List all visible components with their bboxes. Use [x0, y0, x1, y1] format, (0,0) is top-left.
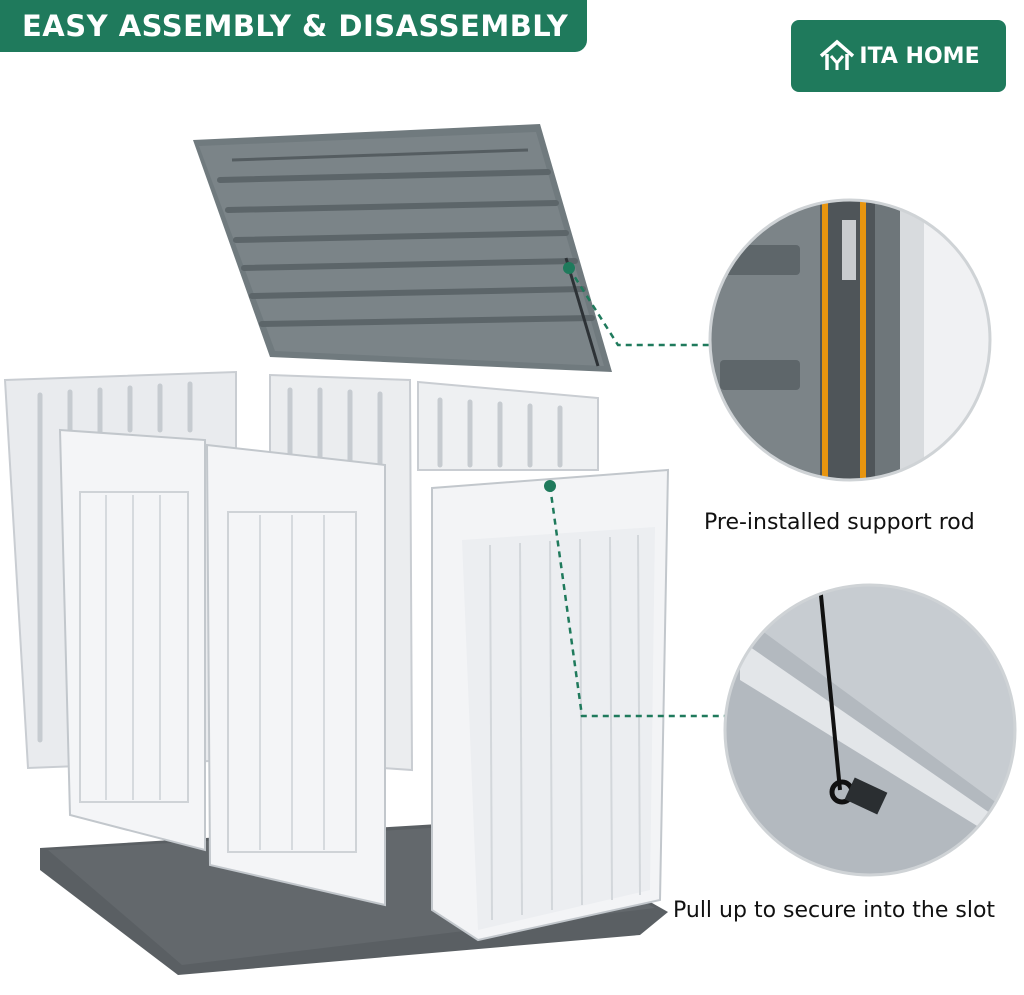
side-panel: [431, 468, 670, 942]
brand-logo: ITA HOME: [791, 20, 1006, 92]
detail-slot: [723, 583, 1017, 877]
house-logo-icon: [820, 39, 855, 70]
detail-support-rod: [708, 198, 992, 482]
callout-connectors: [544, 262, 735, 718]
logo-text: ITA HOME: [859, 43, 980, 69]
banner-title: EASY ASSEMBLY & DISASSEMBLY: [22, 9, 569, 43]
callout-label-slot: Pull up to secure into the slot: [673, 898, 996, 923]
title-banner: EASY ASSEMBLY & DISASSEMBLY: [0, 0, 587, 52]
front-doors: [58, 428, 386, 907]
shed-lid: [193, 124, 612, 372]
callout-label-support-rod: Pre-installed support rod: [704, 510, 975, 535]
